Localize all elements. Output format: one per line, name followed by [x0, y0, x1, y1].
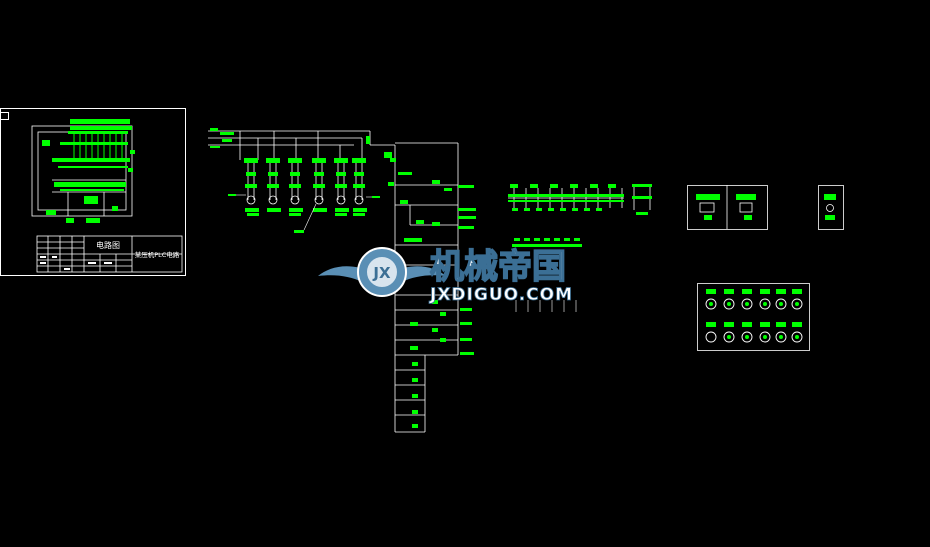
power-input-marks: [210, 128, 370, 148]
motor-branch-group: [246, 160, 364, 205]
control-ladder-rails: [394, 142, 459, 433]
gear-icon: [357, 247, 407, 297]
pushbutton-panel: [697, 283, 810, 351]
motor-branch-2: [268, 160, 278, 205]
panel-view-single: [818, 185, 844, 230]
motor-branch-5: [336, 160, 346, 205]
motor-branch-4: [314, 160, 324, 205]
watermark-logo: JX: [318, 247, 446, 297]
motor-branch-3: [290, 160, 300, 205]
plc-io-strip-upper: [508, 184, 652, 215]
plc-io-strip-lower: [512, 238, 582, 312]
motor-contactor-marks: [228, 158, 380, 233]
power-bus-lines: [208, 130, 396, 160]
cabinet-layout-drawing: [31, 125, 133, 217]
motor-branch-1: [246, 160, 256, 205]
motor-branch-6: [354, 160, 364, 205]
motor-branch-ground-lines: [236, 194, 372, 231]
watermark-badge: JX: [372, 264, 391, 282]
control-ladder-coils: [384, 152, 476, 428]
sheet-border-left: [0, 108, 186, 276]
cabinet-layout-components: [42, 119, 135, 223]
watermark-brand-en: JXDIGUO.COM: [429, 285, 573, 305]
title-block-fills: [40, 256, 112, 270]
title-block: [36, 235, 183, 273]
drawing-name-label: 电路图: [96, 240, 120, 250]
project-name-label: 某压机PLC电路: [135, 250, 180, 259]
cabinet-layout-ticks: [73, 134, 123, 158]
panel-view-double: [687, 185, 768, 230]
watermark-brand-cn: 机械帝国: [430, 247, 566, 287]
